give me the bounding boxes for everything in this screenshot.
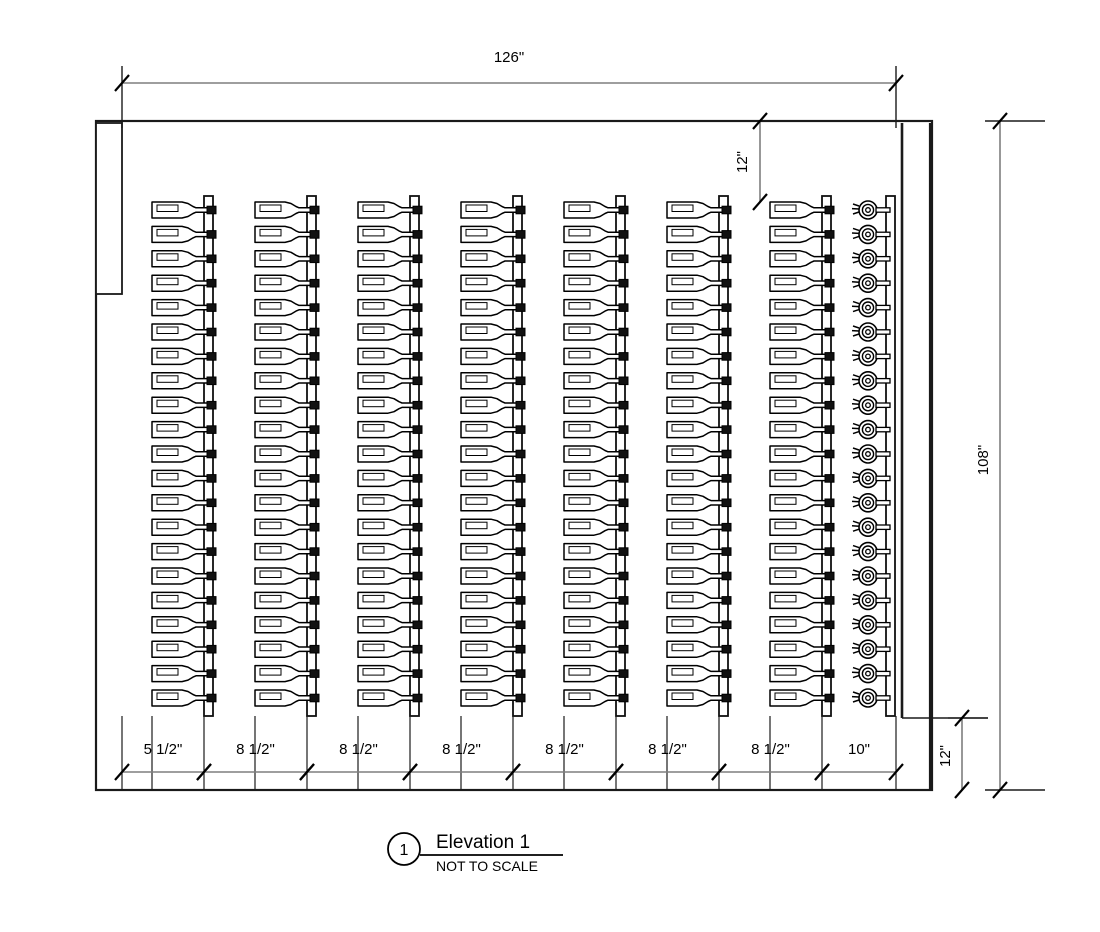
dimension-bottom-offset: 12" bbox=[937, 708, 988, 800]
dimension-label-chain: 8 1/2" bbox=[545, 741, 584, 758]
dimension-label-overall-width: 126" bbox=[494, 49, 524, 66]
dimension-label-chain: 8 1/2" bbox=[339, 741, 378, 758]
dimension-segment: 10" bbox=[813, 741, 905, 782]
detail-number: 1 bbox=[400, 842, 409, 859]
dimension-segment: 8 1/2" bbox=[710, 741, 831, 782]
dimension-label-chain: 8 1/2" bbox=[648, 741, 687, 758]
left-wall-panel bbox=[95, 122, 123, 295]
dimension-segment: 8 1/2" bbox=[298, 741, 419, 782]
dimension-label-overall-height: 108" bbox=[975, 445, 992, 475]
dimension-segment: 8 1/2" bbox=[401, 741, 522, 782]
dimension-segment: 5 1/2" bbox=[113, 741, 213, 782]
dimension-label-bottom-offset: 12" bbox=[937, 745, 954, 767]
dimension-label-top-offset: 12" bbox=[734, 151, 751, 173]
detail-bubble bbox=[387, 832, 421, 866]
dimension-segment: 8 1/2" bbox=[195, 741, 316, 782]
bottle-rack bbox=[151, 195, 896, 717]
title-block: 1 Elevation 1 NOT TO SCALE bbox=[387, 832, 563, 874]
dimension-overall-height: 108" bbox=[975, 111, 1045, 800]
dimension-top-offset: 12" bbox=[734, 111, 769, 212]
view-title: Elevation 1 bbox=[436, 832, 530, 853]
dimension-segment: 8 1/2" bbox=[607, 741, 728, 782]
view-scale-note: NOT TO SCALE bbox=[436, 858, 538, 874]
dimension-label-chain: 8 1/2" bbox=[751, 741, 790, 758]
dimension-overall-width: 126" bbox=[113, 49, 905, 128]
dimension-label-chain: 8 1/2" bbox=[442, 741, 481, 758]
dimension-label-chain: 8 1/2" bbox=[236, 741, 275, 758]
dimension-label-chain: 5 1/2" bbox=[144, 741, 183, 758]
dimension-segment: 8 1/2" bbox=[504, 741, 625, 782]
dimension-label-chain: 10" bbox=[848, 741, 870, 758]
room-outline bbox=[94, 119, 934, 792]
dimension-chain-bottom: 5 1/2" 8 1/2" 8 1/2" 8 1/2" 8 1/2" 8 1/2" 8 1/… bbox=[113, 716, 905, 790]
